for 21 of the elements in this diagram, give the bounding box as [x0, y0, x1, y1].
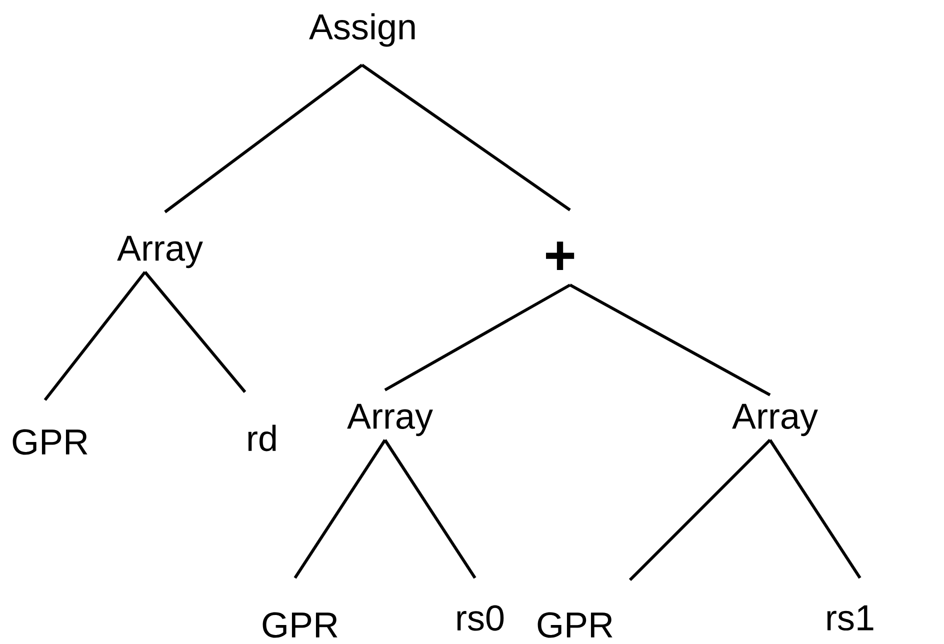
tree-edge — [768, 439, 862, 579]
tree-node-label: rd — [248, 424, 276, 452]
tree-node-label: GPR — [262, 612, 338, 638]
tree-node-label: GPR — [12, 429, 88, 455]
tree-node-label: Array — [347, 404, 433, 436]
tree-node-label: rs1 — [827, 605, 874, 631]
tree-node-label: Array — [732, 404, 818, 436]
tree-node-label: Array — [117, 236, 203, 268]
tree-edge — [384, 439, 476, 579]
tree-edge — [44, 271, 146, 401]
tree-edge — [164, 64, 363, 214]
tree-edge — [628, 438, 772, 582]
tree-edge — [569, 284, 771, 396]
tree-node-label: GPR — [538, 612, 612, 638]
tree-node-label: rs0 — [457, 605, 504, 631]
tree-node-label: Assign — [309, 13, 415, 47]
operator-label: + — [546, 242, 574, 270]
tree-edge — [144, 271, 246, 393]
tree-edge — [361, 64, 571, 212]
tree-edge — [384, 284, 571, 392]
tree-edge — [294, 439, 386, 579]
